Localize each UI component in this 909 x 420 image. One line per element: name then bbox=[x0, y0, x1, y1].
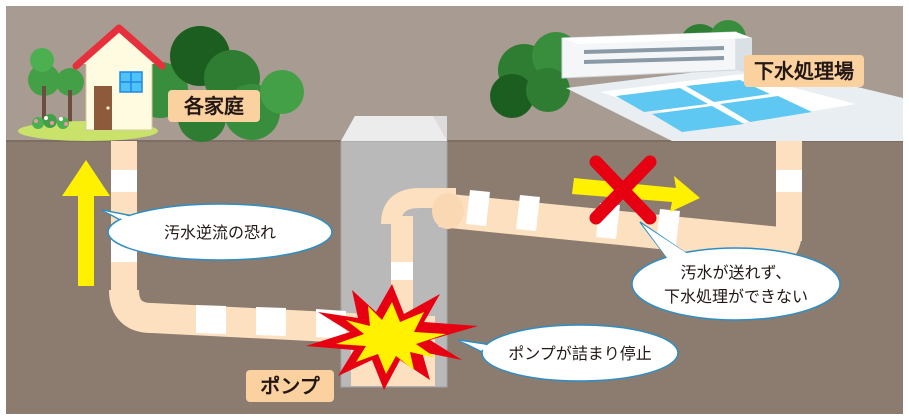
label-pump: ポンプ bbox=[246, 370, 334, 402]
bubble-cannot-send-line1: 汚水が送れず、 bbox=[681, 263, 792, 282]
bubble-pump-clogged-text: ポンプが詰まり停止 bbox=[508, 344, 652, 363]
label-pump-text: ポンプ bbox=[260, 374, 320, 398]
explosion-icon bbox=[306, 284, 478, 390]
arrow-icon bbox=[62, 160, 110, 286]
flowerbed bbox=[32, 114, 69, 129]
cross-icon bbox=[589, 155, 657, 225]
label-households-text: 各家庭 bbox=[183, 94, 244, 118]
pipe-riser bbox=[381, 188, 456, 320]
bubble-pump-clogged: ポンプが詰まり停止 bbox=[457, 324, 679, 382]
pipe-bottom bbox=[109, 289, 431, 347]
label-households: 各家庭 bbox=[168, 90, 260, 122]
arrow-icon bbox=[572, 176, 700, 212]
treatment-plant-icon bbox=[561, 31, 903, 141]
bubble-cannot-send-line2: 下水処理ができない bbox=[664, 287, 808, 306]
bubble-backflow: 汚水逆流の恐れ bbox=[101, 203, 333, 261]
label-treatment-plant: 下水処理場 bbox=[744, 55, 864, 87]
bubble-cannot-send: 汚水が送れず、 下水処理ができない bbox=[631, 221, 841, 321]
bubble-backflow-text: 汚水逆流の恐れ bbox=[164, 223, 276, 242]
house-icon bbox=[72, 24, 166, 131]
label-treatment-plant-text: 下水処理場 bbox=[754, 59, 854, 83]
